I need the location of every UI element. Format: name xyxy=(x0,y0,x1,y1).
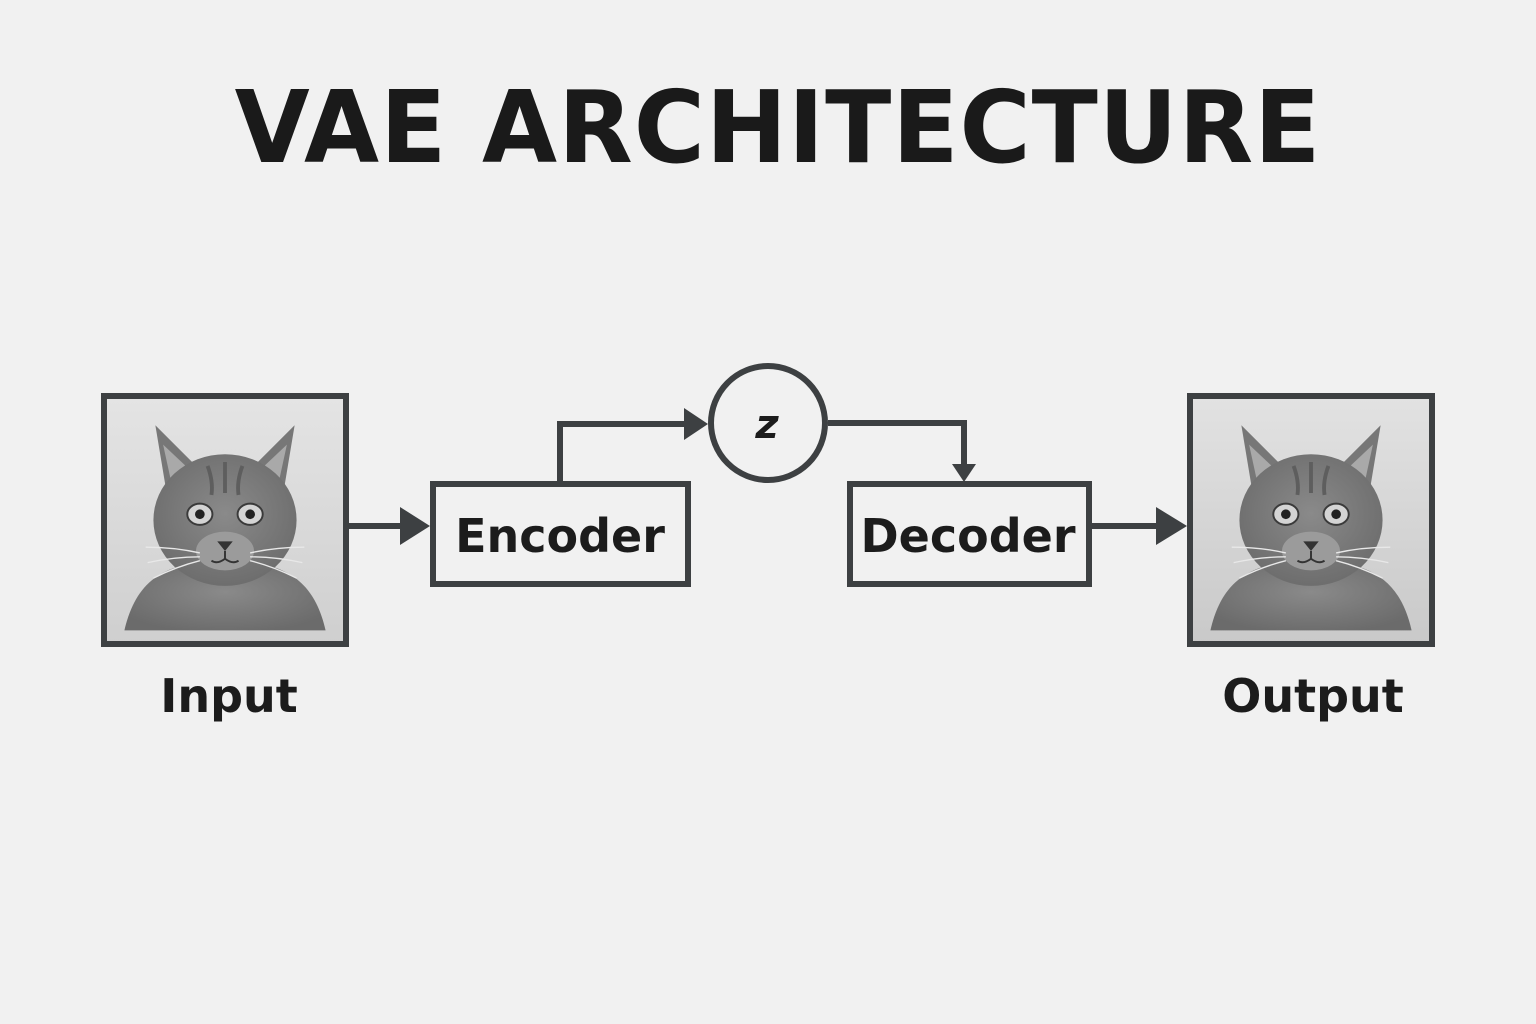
latent-node: z xyxy=(708,363,828,483)
encoder-block: Encoder xyxy=(430,481,691,587)
output-label: Output xyxy=(1222,669,1404,723)
encoder-label: Encoder xyxy=(455,509,665,563)
decoder-block: Decoder xyxy=(847,481,1092,587)
arrow-input-to-encoder xyxy=(349,507,430,545)
arrow-encoder-to-latent xyxy=(557,408,708,481)
latent-label: z xyxy=(754,402,779,448)
decoder-label: Decoder xyxy=(860,509,1075,563)
arrow-decoder-to-output xyxy=(1092,507,1187,545)
input-label: Input xyxy=(160,669,298,723)
input-image xyxy=(101,393,349,647)
arrow-latent-to-decoder xyxy=(828,420,976,482)
diagram-title: VAE ARCHITECTURE xyxy=(234,69,1322,186)
output-image xyxy=(1187,393,1435,647)
